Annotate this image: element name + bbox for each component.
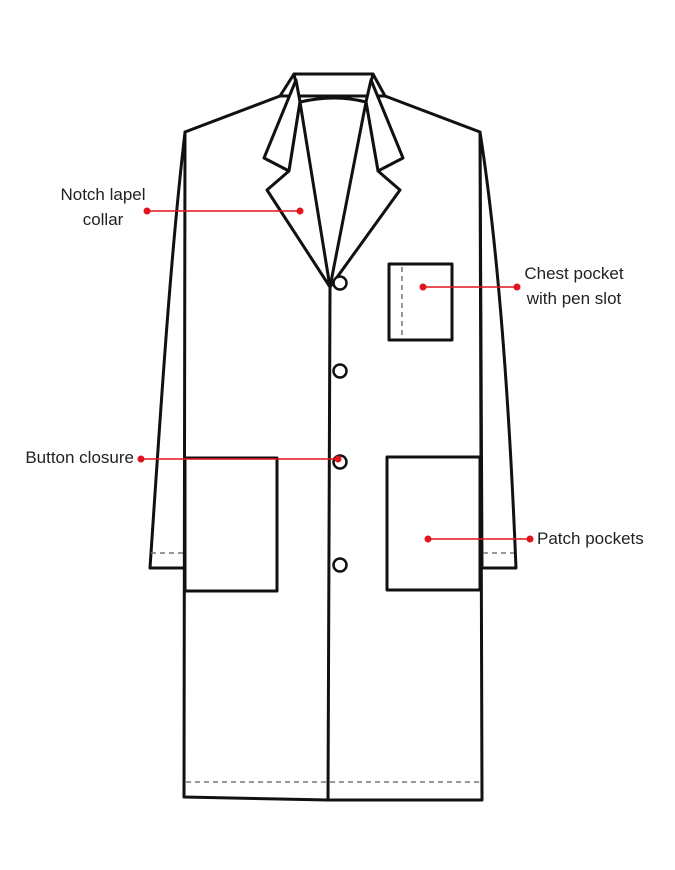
callout-label: with pen slot: [526, 289, 622, 308]
callout-label: Notch lapel: [60, 185, 145, 204]
callout-label: Button closure: [25, 448, 134, 467]
callout-patch-pockets: Patch pockets: [424, 529, 644, 548]
coat-button: [332, 275, 348, 291]
callout-label: collar: [83, 210, 124, 229]
leader-dot: [137, 455, 145, 463]
left-patch-pocket: [183, 456, 279, 593]
left-sleeve: [148, 130, 187, 570]
leader-dot: [513, 283, 521, 291]
front-opening: [326, 285, 332, 802]
coat-body: [182, 94, 484, 802]
leader-dot: [526, 535, 534, 543]
leader-dot: [419, 283, 427, 291]
right-patch-pocket: [385, 455, 482, 592]
callout-label: Chest pocket: [524, 264, 623, 283]
callout-chest-pocket: Chest pocket with pen slot: [419, 264, 624, 308]
chest-pocket: [387, 262, 454, 342]
lab-coat-illustration: [148, 72, 518, 802]
callout-button-closure: Button closure: [25, 448, 342, 467]
callout-notch-lapel: Notch lapel collar: [60, 185, 304, 229]
leader-dot: [334, 455, 342, 463]
coat-button: [332, 557, 348, 573]
leader-dot: [296, 207, 304, 215]
leader-dot: [143, 207, 151, 215]
right-sleeve: [478, 130, 518, 570]
left-lapel: [265, 100, 332, 289]
coat-button: [332, 363, 348, 379]
back-collar: [278, 72, 387, 98]
callout-label: Patch pockets: [537, 529, 644, 548]
right-lapel: [328, 100, 402, 289]
leader-dot: [424, 535, 432, 543]
